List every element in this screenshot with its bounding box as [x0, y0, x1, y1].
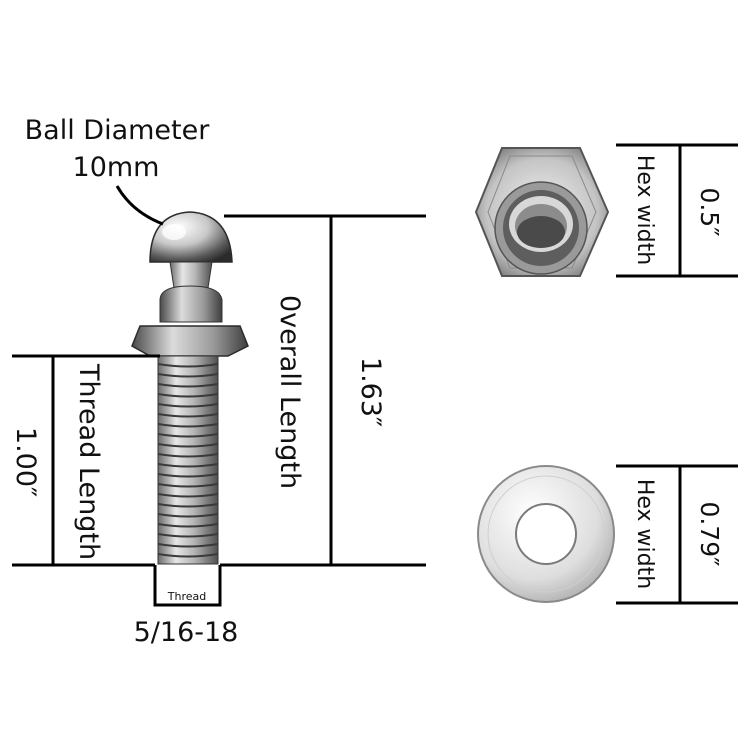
- thread-length-value: 1.00″: [10, 427, 41, 497]
- thread-tag: Thread: [167, 590, 206, 603]
- thread-ridge: [157, 463, 219, 468]
- overall-length-label: 0verall Length: [274, 295, 305, 489]
- ball-diameter-value: 10mm: [73, 152, 160, 183]
- washer-hex-width-value: 0.79″: [695, 501, 724, 566]
- thread-ridge: [157, 443, 219, 448]
- thread-ridge: [157, 543, 219, 548]
- thread-ridge: [157, 423, 219, 428]
- ball-stud: [131, 211, 249, 565]
- thread-length-label: Thread Length: [73, 363, 104, 560]
- thread-ridge: [157, 413, 219, 418]
- thread-ridge: [157, 493, 219, 498]
- thread-size: 5/16-18: [134, 617, 239, 648]
- flange: [131, 325, 249, 357]
- ball-diameter-leader: [115, 185, 164, 226]
- nut-hex-width-value: 0.5″: [695, 187, 724, 236]
- ball-diameter-title: Ball Diameter: [25, 115, 211, 146]
- ball-neck: [169, 261, 213, 289]
- thread-ridge: [157, 523, 219, 528]
- thread-ridge: [157, 503, 219, 508]
- thread-ridge: [157, 383, 219, 388]
- thread-ridge: [157, 433, 219, 438]
- thread-ridges: [157, 363, 219, 558]
- threaded-shaft: [157, 355, 219, 565]
- thread-ridge: [157, 533, 219, 538]
- overall-length-value: 1.63″: [355, 357, 386, 427]
- thread-ridge: [157, 473, 219, 478]
- collar: [159, 285, 223, 323]
- nut-hex-width-label: Hex width: [632, 155, 657, 265]
- flat-washer: [477, 465, 615, 603]
- thread-ridge: [157, 373, 219, 378]
- hex-nut: [474, 147, 610, 277]
- thread-ridge: [157, 483, 219, 488]
- thread-ridge: [157, 513, 219, 518]
- thread-ridge: [157, 553, 219, 558]
- washer-hex-width-label: Hex width: [632, 479, 657, 589]
- ball-head: [149, 211, 233, 263]
- thread-ridge: [157, 393, 219, 398]
- thread-ridge: [157, 363, 219, 368]
- thread-bracket: [153, 565, 222, 607]
- thread-ridge: [157, 403, 219, 408]
- thread-ridge: [157, 453, 219, 458]
